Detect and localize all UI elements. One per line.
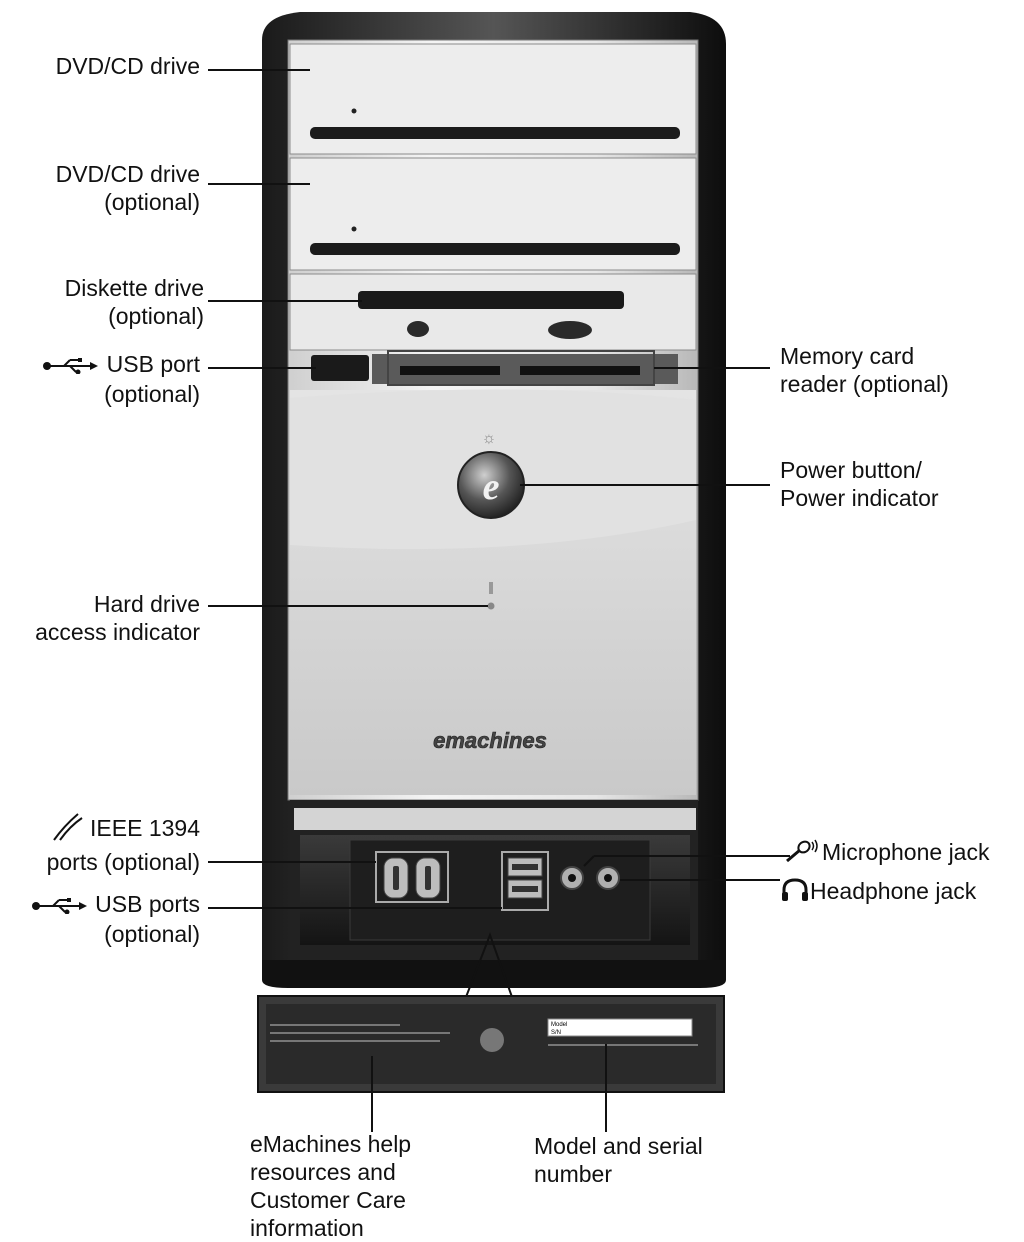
callout-diskette-line2: (optional) — [108, 303, 204, 329]
callout-dvd-drive: DVD/CD drive — [20, 52, 200, 80]
headphone-icon — [780, 877, 810, 909]
callout-headphone-jack: Headphone jack — [780, 877, 976, 909]
firewire-port-2-pin — [425, 866, 431, 890]
power-button-logo: e — [483, 466, 500, 508]
callout-ieee1394: IEEE 1394 ports (optional) — [10, 812, 200, 876]
usb-ports-highlight — [501, 851, 549, 911]
dvd-tray-slot-1 — [310, 127, 680, 139]
firewire-port-1-pin — [393, 866, 399, 890]
headphone-jack-hole — [604, 874, 612, 882]
diskette-eject-right — [548, 321, 592, 339]
tower-base — [262, 960, 726, 988]
dvd-led-2 — [351, 226, 357, 232]
callout-diskette-line1: Diskette drive — [64, 275, 204, 301]
diskette-eject-left — [407, 321, 429, 337]
serial-field-label: S/N — [551, 1030, 561, 1036]
usb-icon — [42, 352, 100, 380]
diskette-slot — [358, 291, 624, 309]
callout-help-line4: information — [250, 1215, 364, 1241]
usb-icon — [31, 892, 89, 920]
callout-dvd-drive-optional-line2: (optional) — [104, 189, 200, 215]
callout-card-reader-line1: Memory card — [780, 343, 915, 369]
leader-microphone — [583, 855, 595, 867]
firewire-highlight — [375, 851, 449, 903]
callout-usb-port-line2: (optional) — [104, 380, 200, 407]
callout-usb-ports: USB ports (optional) — [10, 890, 200, 948]
callout-model-serial-line2: number — [534, 1161, 612, 1187]
hdd-led — [487, 602, 495, 610]
callout-ieee1394-line1: IEEE 1394 — [10, 812, 200, 848]
diskette-bay — [289, 273, 697, 351]
callout-microphone-text: Microphone jack — [822, 839, 990, 866]
callout-usb-ports-line2: (optional) — [104, 920, 200, 947]
callout-usb-ports-text: USB ports — [95, 891, 200, 917]
callout-card-reader-line2: reader (optional) — [780, 371, 949, 397]
label-panel-pointer — [465, 932, 513, 998]
callout-microphone-line1: Microphone jack — [784, 838, 989, 870]
callout-hdd-line1: Hard drive — [93, 591, 200, 617]
callout-dvd-drive-text: DVD/CD drive — [55, 53, 200, 79]
dvd-led-1 — [351, 108, 357, 114]
callout-model-serial-line1: Model and serial — [534, 1133, 703, 1159]
power-symbol-mark: ☼ — [482, 430, 497, 447]
callout-power-button: Power button/ Power indicator — [780, 456, 939, 512]
firewire-icon — [50, 812, 84, 848]
card-slot-1 — [400, 366, 500, 375]
hdd-led-symbol — [489, 582, 493, 594]
callout-diskette-drive: Diskette drive (optional) — [20, 274, 204, 330]
callout-power-line1: Power button/ — [780, 457, 922, 483]
dvd-tray-slot-2 — [310, 243, 680, 255]
callout-usb-port-line1: USB port — [20, 350, 200, 380]
front-usb-port — [311, 355, 369, 381]
callout-dvd-drive-optional-line1: DVD/CD drive — [55, 161, 200, 187]
card-slot-2 — [520, 366, 640, 375]
callout-power-line2: Power indicator — [780, 485, 939, 511]
brand-logo: emachines — [433, 728, 547, 753]
model-field-label: Model — [551, 1022, 567, 1028]
help-text-line-1 — [270, 1024, 400, 1026]
callout-dvd-drive-optional: DVD/CD drive (optional) — [20, 160, 200, 216]
callout-microphone-jack: Microphone jack — [784, 838, 989, 870]
callout-headphone-line1: Headphone jack — [780, 877, 976, 909]
callout-ieee1394-line2: ports (optional) — [46, 849, 200, 875]
callout-headphone-text: Headphone jack — [810, 878, 977, 905]
leader-lines — [208, 69, 790, 1132]
help-text-line-2 — [270, 1032, 450, 1034]
help-text-line-3 — [270, 1040, 440, 1042]
microphone-icon — [784, 838, 822, 870]
callout-usb-ports-line1: USB ports — [10, 890, 200, 920]
callout-model-serial: Model and serial number — [534, 1132, 703, 1188]
callout-memory-card-reader: Memory card reader (optional) — [780, 342, 949, 398]
bottom-ledge — [294, 808, 696, 830]
callout-usb-port: USB port (optional) — [20, 350, 200, 408]
callout-help-line2: resources and — [250, 1159, 396, 1185]
callout-usb-port-text: USB port — [106, 351, 200, 377]
callout-help-line1: eMachines help — [250, 1131, 412, 1157]
callout-hdd-line2: access indicator — [35, 619, 200, 645]
support-text-line — [548, 1044, 698, 1046]
label-panel-logo — [480, 1028, 504, 1052]
callout-help-line3: Customer Care — [250, 1187, 406, 1213]
model-serial-box — [547, 1018, 693, 1037]
usb-port-bottom-tongue — [512, 886, 538, 892]
callout-hard-drive-indicator: Hard drive access indicator — [0, 590, 200, 646]
callout-help-resources: eMachines help resources and Customer Ca… — [250, 1130, 411, 1242]
microphone-jack-hole — [568, 874, 576, 882]
callout-ieee1394-text: IEEE 1394 — [90, 815, 200, 842]
usb-port-top-tongue — [512, 864, 538, 870]
